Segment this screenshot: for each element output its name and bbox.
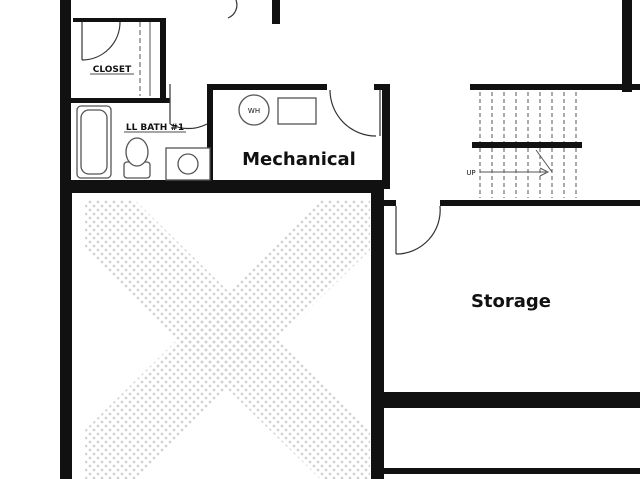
unfinished-area-hatch	[85, 200, 370, 479]
water-heater	[238, 94, 270, 126]
stair-direction-label: UP	[466, 169, 475, 177]
vanity	[165, 147, 211, 181]
storage-label: Storage	[471, 291, 551, 312]
toilet	[123, 137, 151, 179]
furnace	[277, 97, 317, 125]
closet-shelf	[139, 22, 151, 96]
bath-label: LL BATH #1	[126, 123, 184, 133]
mechanical-label: Mechanical	[242, 149, 356, 170]
staircase	[472, 92, 582, 198]
closet-label: CLOSET	[93, 65, 132, 75]
bathtub	[76, 105, 112, 179]
walls	[60, 0, 640, 479]
door-swings	[81, 0, 441, 255]
water-heater-label: WH	[248, 107, 260, 115]
